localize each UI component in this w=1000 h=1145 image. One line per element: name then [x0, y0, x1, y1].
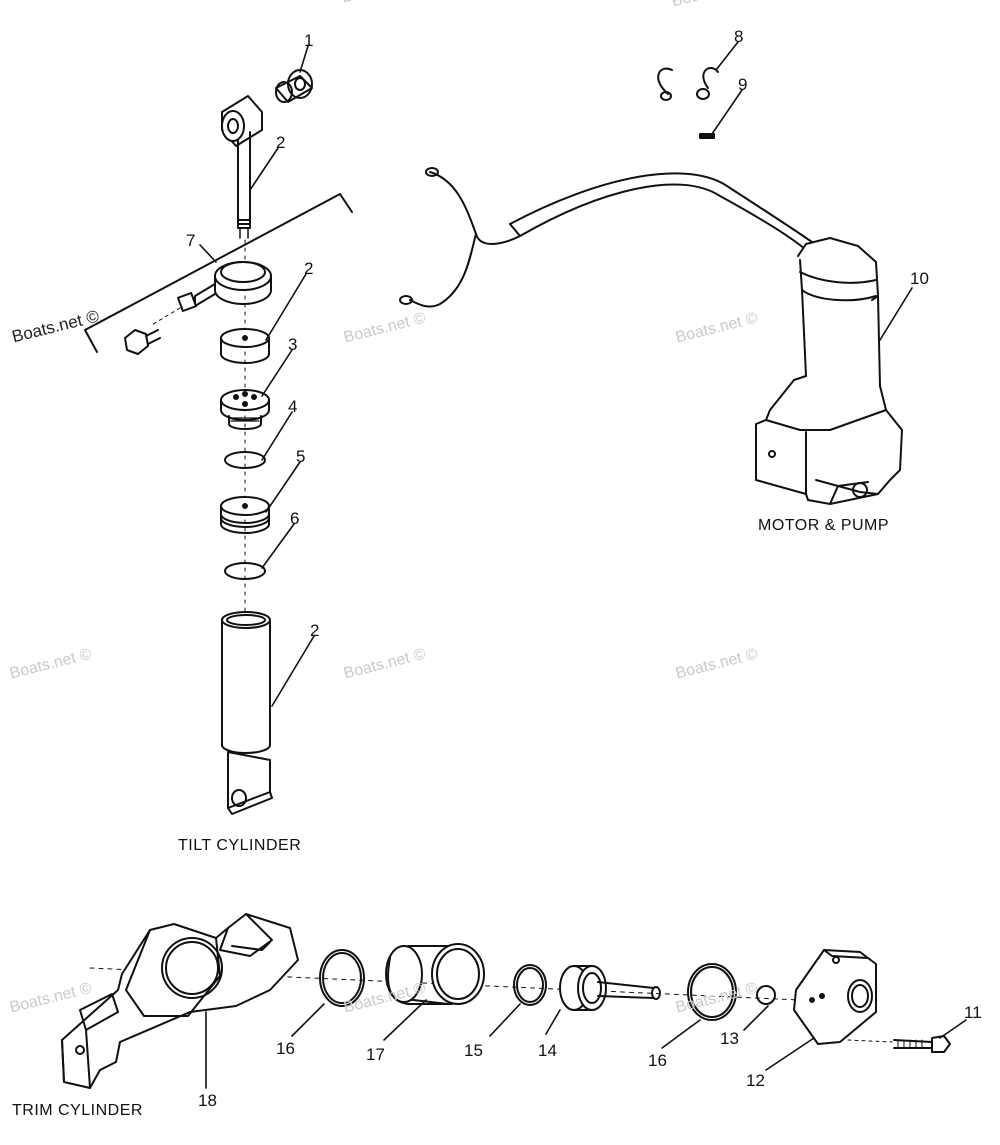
- leader-lines: [199, 41, 967, 1089]
- part-16-o-ring-a: [319, 949, 365, 1007]
- part-10-motor-pump: [399, 167, 903, 505]
- callout-17: 17: [366, 1045, 385, 1064]
- callout-18: 18: [198, 1091, 217, 1110]
- caption-motor-pump: MOTOR & PUMP: [758, 517, 890, 534]
- bracket-frame-line: [84, 193, 353, 353]
- part-9-pin: [699, 133, 715, 139]
- caption-trim-cylinder: TRIM CYLINDER: [12, 1102, 143, 1119]
- callout-3: 3: [288, 335, 298, 354]
- part-15-o-ring: [513, 964, 547, 1006]
- callout-12: 12: [746, 1071, 765, 1090]
- callout-5: 5: [296, 447, 306, 466]
- part-16-o-ring-b: [687, 963, 737, 1021]
- part-11-screw: [847, 1035, 951, 1053]
- callout-9: 9: [738, 75, 748, 94]
- callout-8: 8: [734, 27, 744, 46]
- part-8-clips: [657, 67, 719, 101]
- callout-14: 14: [538, 1041, 557, 1060]
- caption-tilt-cylinder: TILT CYLINDER: [178, 837, 302, 854]
- callout-4: 4: [288, 397, 298, 416]
- callout-2: 2: [276, 133, 286, 152]
- part-7-clamp: [124, 261, 272, 355]
- part-6-o-ring: [224, 562, 266, 580]
- callout-6: 6: [290, 509, 300, 528]
- callout-10: 10: [910, 269, 929, 288]
- callout-1: 1: [304, 31, 314, 50]
- part-5-piston: [220, 496, 270, 534]
- callout-16: 16: [648, 1051, 667, 1070]
- part-12-end-cap: [793, 949, 877, 1045]
- part-14-piston-rod: [559, 965, 661, 1011]
- part-18-trim-housing: [61, 913, 299, 1089]
- part-2-tilt-rod: [221, 95, 263, 239]
- part-2-cap: [220, 328, 270, 364]
- part-2-cylinder-body: [221, 611, 273, 815]
- callout-13: 13: [720, 1029, 739, 1048]
- callout-15: 15: [464, 1041, 483, 1060]
- callout-7: 7: [186, 231, 196, 250]
- part-4-o-ring: [224, 451, 266, 469]
- part-17-sleeve: [385, 943, 485, 1005]
- callout-2: 2: [304, 259, 314, 278]
- part-13-ball: [756, 985, 776, 1005]
- part-1-bushing: [275, 69, 313, 103]
- part-3-valve: [220, 389, 270, 430]
- callout-11: 11: [964, 1003, 982, 1022]
- callout-16: 16: [276, 1039, 295, 1058]
- callout-2: 2: [310, 621, 320, 640]
